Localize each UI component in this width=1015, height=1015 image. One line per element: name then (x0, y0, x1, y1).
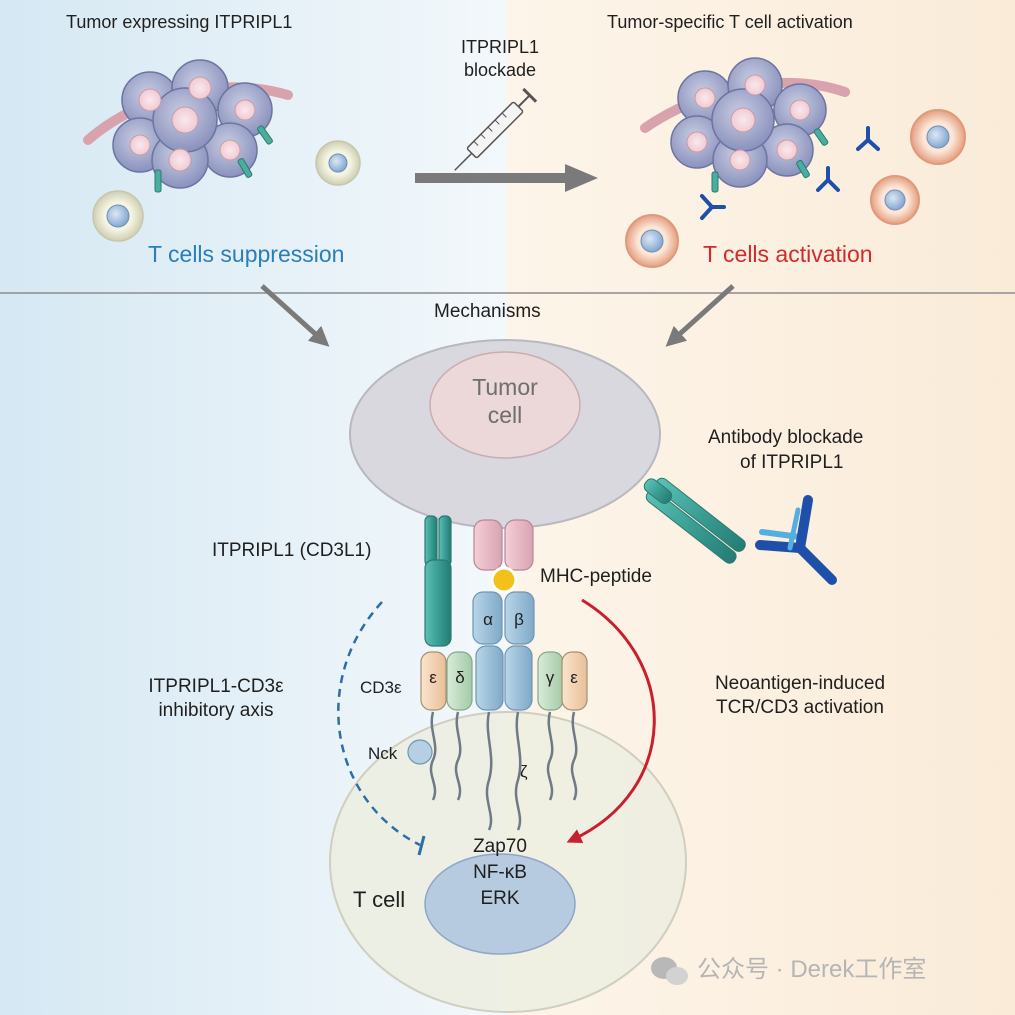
mhc-peptide-label: MHC-peptide (540, 566, 652, 587)
antibody-label-line1: Antibody blockade (708, 427, 864, 448)
wechat-icon (651, 957, 688, 985)
signal-nfkb: NF-κB (473, 862, 527, 883)
inhibitory-t-bar (417, 835, 426, 856)
itpripl1-receptor (424, 515, 452, 647)
tumor-cell-label-line1: Tumor (472, 374, 538, 400)
syringe-icon (454, 87, 538, 171)
alpha-chain-label: α (483, 610, 493, 629)
intracellular-tails (429, 711, 578, 831)
activation-label: T cells activation (703, 241, 873, 267)
suppressed-t-cell (92, 190, 144, 242)
signal-zap70: Zap70 (473, 836, 527, 857)
cd3-epsilon-delta (420, 651, 473, 711)
right-converge-arrow (665, 284, 735, 347)
cd3e-label: CD3ε (360, 678, 402, 697)
antibody-icon (755, 495, 837, 585)
tcr-alpha-beta (472, 591, 535, 711)
blockade-arrow (415, 164, 598, 192)
activation-axis-line2: TCR/CD3 activation (716, 697, 884, 718)
activation-axis-line1: Neoantigen-induced (714, 673, 886, 694)
epsilon-left-label: ε (429, 668, 437, 687)
tumor-cell-body (349, 339, 661, 529)
beta-chain-label: β (514, 610, 524, 629)
itpripl1-antibody-bound (643, 477, 746, 564)
epsilon-right-label: ε (570, 668, 578, 687)
mechanisms-heading: Mechanisms (434, 301, 541, 322)
blockade-label-line2: blockade (463, 60, 537, 80)
left-panel-title: Tumor expressing ITPRIPL1 (66, 12, 293, 32)
signal-erk: ERK (480, 888, 520, 909)
activated-t-cell (870, 175, 920, 225)
antibody-icon (700, 126, 880, 220)
left-converge-arrow (260, 284, 330, 347)
gamma-label: γ (545, 668, 555, 687)
zeta-label: ζ (520, 762, 528, 781)
suppression-label: T cells suppression (148, 241, 345, 267)
cd3-gamma-epsilon (537, 651, 588, 711)
tumor-cell-label-line2: cell (487, 402, 523, 428)
delta-label: δ (455, 668, 465, 687)
left-tumor-cluster (83, 59, 293, 193)
t-cell-label: T cell (353, 887, 406, 912)
mhc-peptide (473, 519, 534, 594)
nck-label: Nck (368, 744, 398, 763)
blockade-label-line1: ITPRIPL1 (460, 37, 540, 57)
t-cell-body (329, 711, 687, 1013)
inhibitory-dashed-arrow (337, 601, 421, 847)
itpripl1-label: ITPRIPL1 (CD3L1) (212, 540, 372, 561)
activated-t-cell (910, 109, 966, 165)
right-tumor-cluster (640, 57, 880, 220)
nck-protein (407, 739, 433, 765)
activated-t-cell (625, 214, 679, 268)
watermark: 公众号 · Derek工作室 (697, 956, 927, 983)
right-panel-title: Tumor-specific T cell activation (607, 12, 853, 32)
antibody-label-line2: of ITPRIPL1 (740, 452, 844, 473)
suppressed-t-cell (315, 140, 361, 186)
inhibitory-axis-line1: ITPRIPL1-CD3ε (148, 676, 284, 697)
inhibitory-axis-line2: inhibitory axis (158, 700, 274, 721)
activation-red-arrow (566, 598, 656, 844)
